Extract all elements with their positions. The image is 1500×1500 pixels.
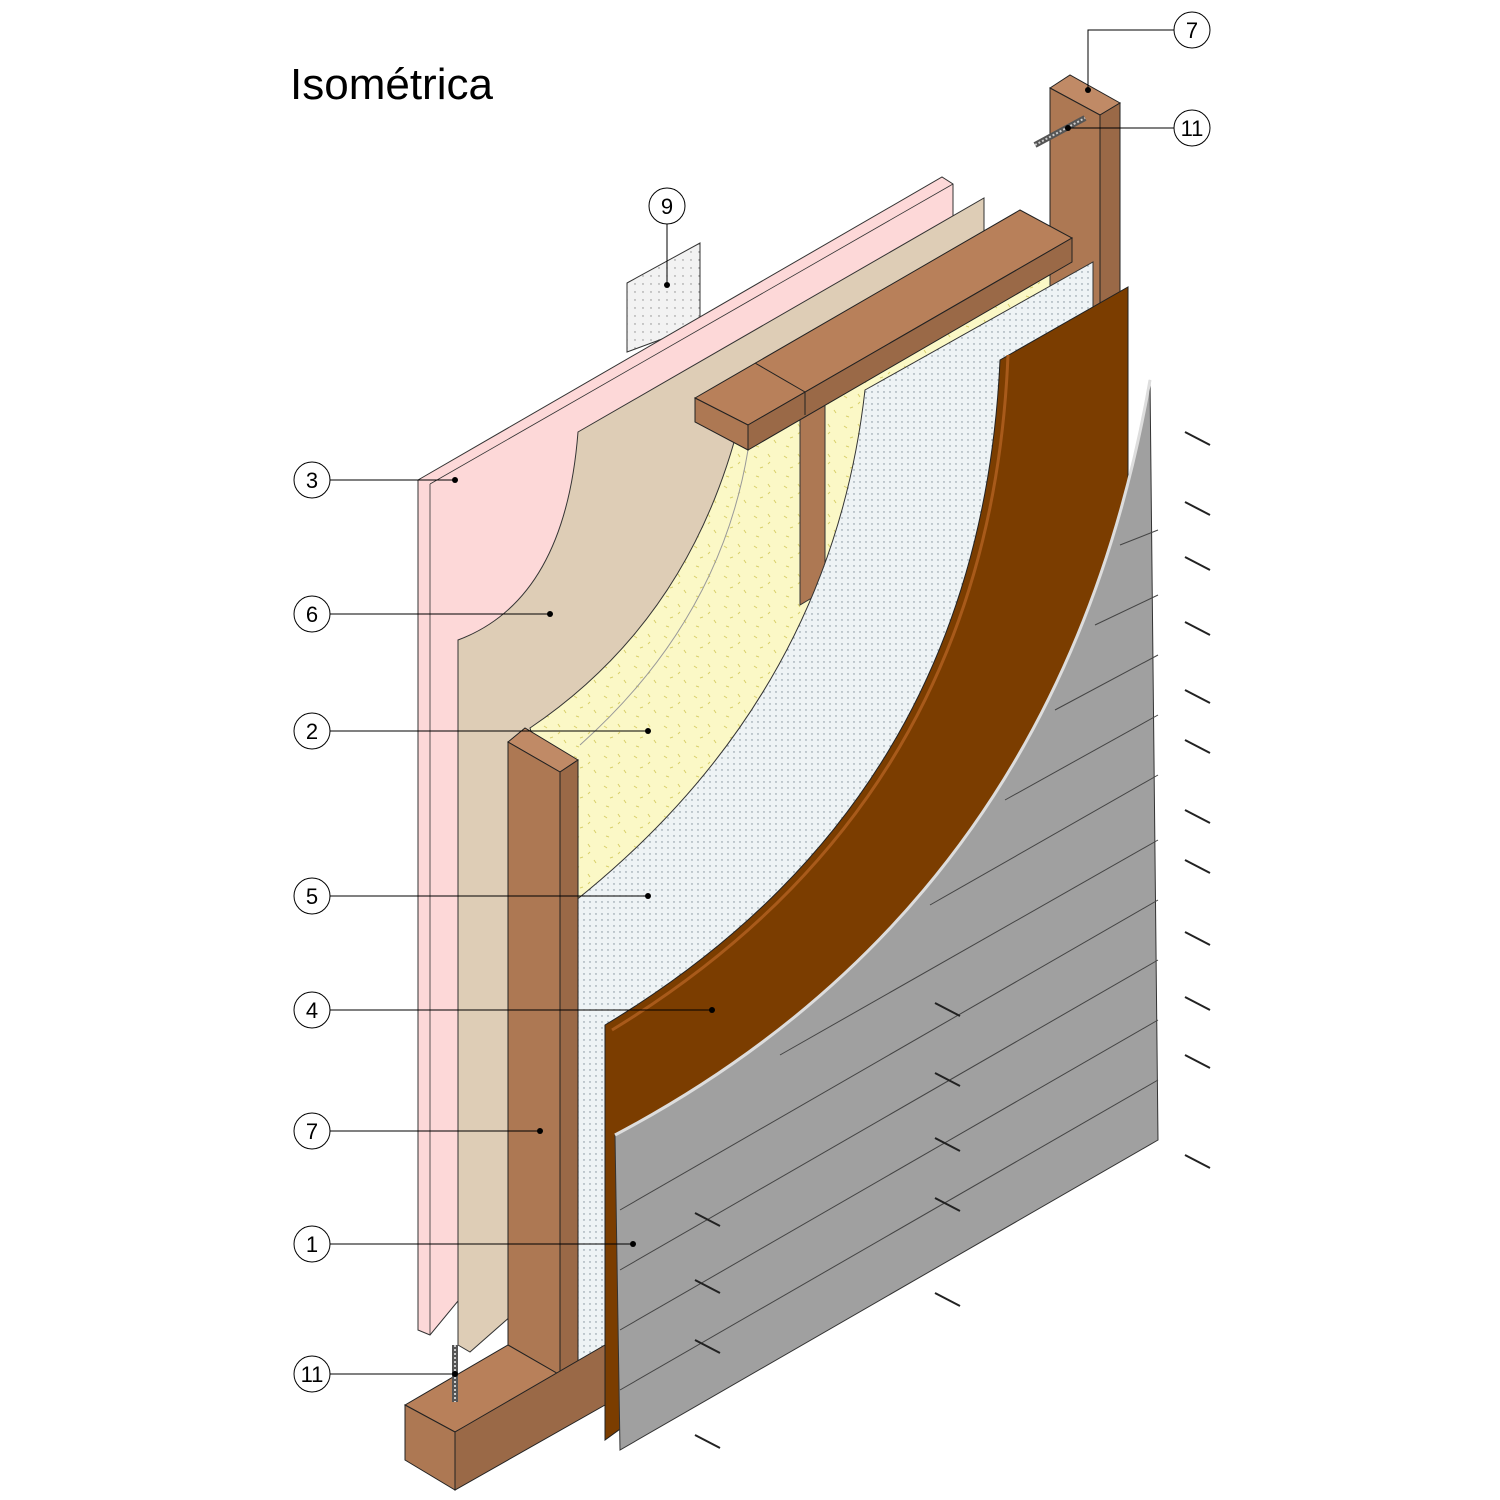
svg-text:6: 6 [306, 602, 318, 627]
bottom-plate [403, 1344, 606, 1491]
svg-text:7: 7 [306, 1119, 318, 1144]
callout-left-2: 2 [293, 712, 651, 750]
vertical-stud-left [507, 727, 579, 1376]
svg-text:9: 9 [661, 194, 673, 219]
svg-text:11: 11 [1181, 116, 1204, 141]
svg-text:7: 7 [1186, 18, 1198, 43]
callout-top-11: 11 [1065, 109, 1211, 147]
callout-left-5: 5 [293, 877, 651, 915]
callout-left-4: 4 [293, 991, 715, 1029]
svg-text:5: 5 [306, 884, 318, 909]
svg-text:2: 2 [306, 719, 318, 744]
callout-left-3: 3 [293, 461, 458, 499]
svg-text:3: 3 [306, 468, 318, 493]
nails [694, 431, 1211, 1449]
svg-text:11: 11 [301, 1362, 324, 1387]
diagram-title: Isométrica [290, 60, 493, 109]
svg-text:4: 4 [306, 998, 318, 1023]
callout-top-7: 7 [1085, 11, 1211, 93]
svg-text:1: 1 [306, 1232, 318, 1257]
callout-left-11: 11 [293, 1355, 458, 1393]
callout-left-1: 1 [293, 1225, 636, 1263]
anchor-bolt-top [1033, 115, 1087, 148]
callout-left-6: 6 [293, 595, 553, 633]
callout-left-7: 7 [293, 1112, 543, 1150]
callout-top-9: 9 [648, 187, 686, 288]
top-plate [693, 209, 1074, 451]
siding-layer [614, 379, 1159, 1451]
